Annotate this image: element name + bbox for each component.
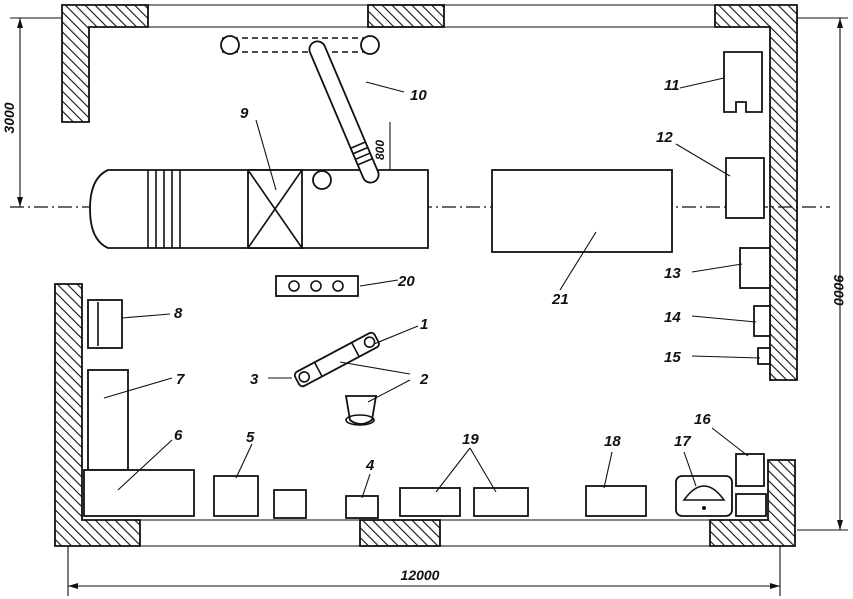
dimension-lines: 3000 9000 12000 800	[1, 17, 848, 596]
equipment-17-sink	[675, 475, 733, 517]
label-20: 20	[397, 273, 415, 290]
label-9: 9	[240, 105, 249, 122]
equipment-19-b	[473, 487, 529, 517]
label-12: 12	[656, 129, 673, 146]
dimension-9000: 9000	[831, 274, 847, 305]
dimension-3000: 3000	[1, 102, 17, 133]
walls	[54, 4, 798, 547]
label-10: 10	[410, 87, 427, 104]
leader-lines	[103, 77, 761, 499]
label-18: 18	[604, 433, 621, 450]
label-4: 4	[365, 457, 375, 474]
label-14: 14	[664, 309, 681, 326]
equipment-2-stool	[344, 395, 378, 426]
wall-top-left	[61, 4, 149, 123]
equipment-5	[213, 475, 259, 517]
equipment-10-crane	[220, 35, 380, 190]
equipment-1-3-tool	[293, 331, 380, 388]
wall-top-pier	[367, 4, 445, 28]
equipment-16	[735, 453, 765, 487]
equipment-18	[585, 485, 647, 517]
label-11: 11	[664, 77, 680, 94]
label-5: 5	[246, 429, 255, 446]
label-13: 13	[664, 265, 681, 282]
label-17: 17	[674, 433, 691, 450]
wall-bottom-pier	[359, 519, 441, 547]
equipment-11	[723, 51, 763, 113]
equipment-12	[725, 157, 765, 219]
equipment-20	[275, 275, 359, 297]
equipment-labels: 1 2 3 4 5 6 7 8 9 10 11 12 13 14 15 16 1…	[174, 77, 711, 474]
equipment-14	[753, 305, 771, 337]
equipment-8	[87, 299, 123, 349]
label-15: 15	[664, 349, 681, 366]
equipment-6	[83, 469, 195, 517]
label-1: 1	[420, 316, 428, 333]
label-7: 7	[176, 371, 185, 388]
equipment-9-vehicle	[89, 169, 429, 249]
equipment-15	[757, 347, 771, 365]
equipment-21-bench	[491, 169, 673, 253]
dimension-800: 800	[373, 140, 387, 160]
label-3: 3	[250, 371, 259, 388]
label-16: 16	[694, 411, 711, 428]
equipment-unlabeled	[273, 489, 307, 519]
equipment-7	[87, 369, 129, 471]
label-19: 19	[462, 431, 479, 448]
label-21: 21	[551, 291, 569, 308]
label-8: 8	[174, 305, 183, 322]
dimension-12000: 12000	[401, 567, 440, 583]
equipment-19-a	[399, 487, 461, 517]
equipment-16-base	[735, 493, 767, 517]
label-6: 6	[174, 427, 183, 444]
equipment-13	[739, 247, 771, 289]
label-2: 2	[419, 371, 429, 388]
equipment-4	[345, 495, 379, 519]
